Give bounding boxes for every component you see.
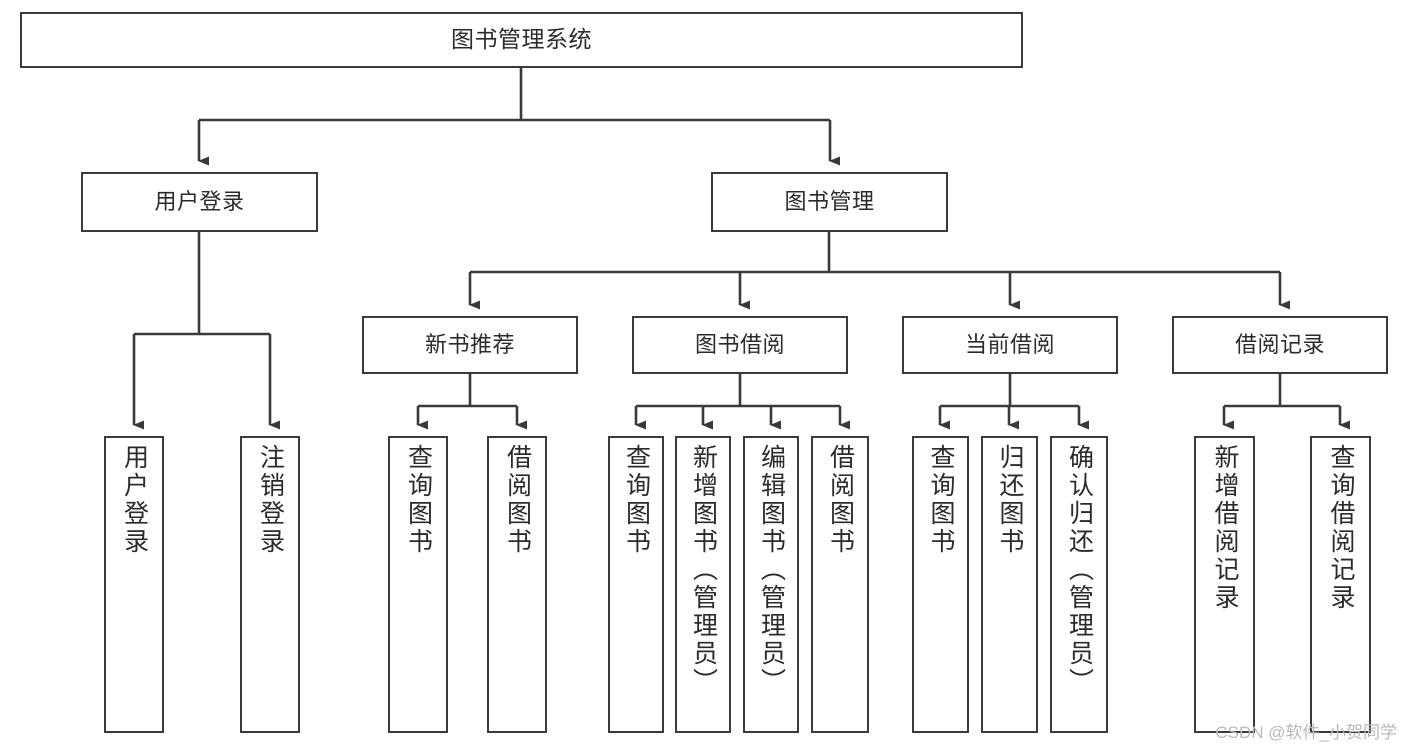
node-current-borrow[interactable]: 当前借阅 [902, 316, 1118, 374]
connector-paths [132, 68, 1350, 430]
node-leaf-user-login[interactable]: 用户登录 [104, 436, 164, 733]
node-leaf-borrow-book-1-label: 借阅图书 [503, 444, 532, 556]
node-leaf-confirm-return-label: 确认归还（管理员） [1065, 444, 1094, 696]
node-leaf-logout-label: 注销登录 [256, 444, 285, 556]
node-leaf-add-book-label: 新增图书（管理员） [689, 444, 718, 696]
node-leaf-return-book[interactable]: 归还图书 [981, 436, 1038, 733]
node-book-management[interactable]: 图书管理 [711, 172, 948, 232]
node-root-system[interactable]: 图书管理系统 [20, 12, 1023, 68]
node-new-book-recommend[interactable]: 新书推荐 [362, 316, 578, 374]
node-user-login[interactable]: 用户登录 [81, 172, 318, 232]
node-leaf-add-record[interactable]: 新增借阅记录 [1194, 436, 1255, 733]
node-leaf-query-book-3[interactable]: 查询图书 [912, 436, 969, 733]
node-leaf-return-book-label: 归还图书 [996, 444, 1024, 556]
node-leaf-add-record-label: 新增借阅记录 [1211, 444, 1239, 612]
node-book-borrow-label: 图书借阅 [694, 332, 785, 358]
node-leaf-user-login-label: 用户登录 [120, 444, 149, 556]
node-leaf-edit-book-label: 编辑图书（管理员） [757, 444, 786, 696]
node-user-login-label: 用户登录 [154, 189, 245, 215]
node-leaf-add-book[interactable]: 新增图书（管理员） [675, 436, 731, 733]
node-new-book-recommend-label: 新书推荐 [424, 332, 515, 358]
node-leaf-borrow-book-1[interactable]: 借阅图书 [487, 436, 547, 733]
node-leaf-edit-book[interactable]: 编辑图书（管理员） [743, 436, 799, 733]
node-leaf-query-book-1[interactable]: 查询图书 [388, 436, 448, 733]
node-leaf-confirm-return[interactable]: 确认归还（管理员） [1050, 436, 1108, 733]
node-leaf-logout[interactable]: 注销登录 [240, 436, 300, 733]
node-leaf-query-book-3-label: 查询图书 [927, 444, 955, 556]
node-borrow-record[interactable]: 借阅记录 [1172, 316, 1388, 374]
node-book-management-label: 图书管理 [784, 189, 875, 215]
node-leaf-borrow-book-2[interactable]: 借阅图书 [811, 436, 869, 733]
node-borrow-record-label: 借阅记录 [1234, 332, 1325, 358]
node-leaf-query-book-2[interactable]: 查询图书 [608, 436, 664, 733]
node-leaf-query-record-label: 查询借阅记录 [1327, 444, 1355, 612]
node-leaf-borrow-book-2-label: 借阅图书 [826, 444, 855, 556]
node-leaf-query-book-1-label: 查询图书 [404, 444, 433, 556]
node-leaf-query-record[interactable]: 查询借阅记录 [1310, 436, 1371, 733]
node-book-borrow[interactable]: 图书借阅 [632, 316, 848, 374]
node-current-borrow-label: 当前借阅 [964, 332, 1055, 358]
node-root-system-label: 图书管理系统 [451, 26, 592, 53]
node-leaf-query-book-2-label: 查询图书 [622, 444, 651, 556]
